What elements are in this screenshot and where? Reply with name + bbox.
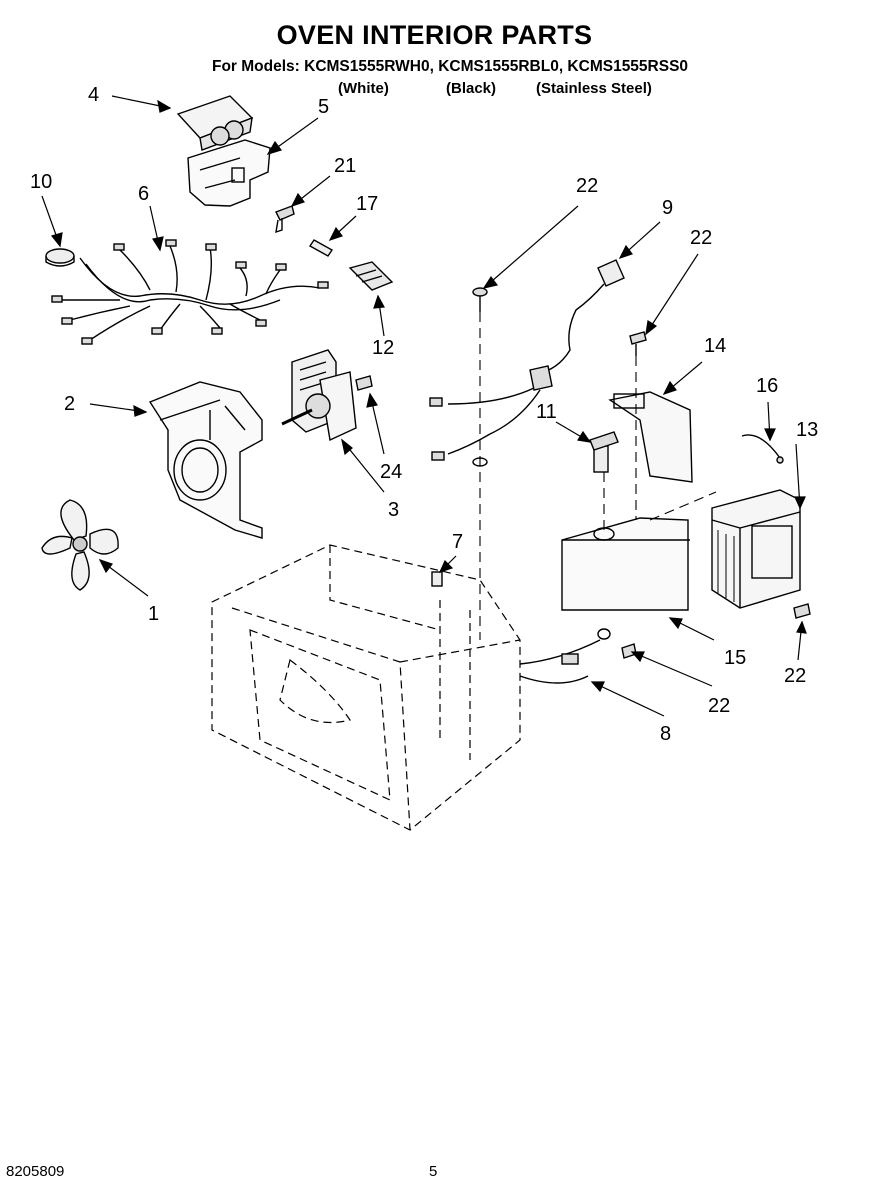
callout-22-right: 22 bbox=[784, 665, 806, 687]
callout-1: 1 bbox=[148, 603, 159, 625]
callout-16: 16 bbox=[756, 375, 778, 397]
callout-11: 11 bbox=[536, 401, 557, 423]
callout-22-cord: 22 bbox=[690, 227, 712, 249]
leader-lines bbox=[41, 95, 807, 717]
transformer-part bbox=[711, 489, 801, 609]
wire-harness-part bbox=[51, 239, 329, 345]
fan-blade-part bbox=[41, 499, 119, 591]
bracket-part-14 bbox=[608, 391, 693, 483]
page-number: 5 bbox=[429, 1163, 438, 1180]
air-guide-part bbox=[148, 381, 263, 539]
screw-part-22a bbox=[472, 287, 488, 312]
wire-part-16 bbox=[741, 434, 784, 464]
diode-part bbox=[589, 431, 619, 473]
callout-9: 9 bbox=[662, 197, 673, 219]
fuse-part bbox=[308, 239, 334, 257]
cover-part bbox=[561, 517, 690, 611]
variant-black: (Black) bbox=[446, 80, 497, 97]
callout-12: 12 bbox=[372, 337, 394, 359]
callout-24: 24 bbox=[380, 461, 402, 483]
power-cord-part bbox=[429, 259, 625, 467]
document-number: 8205809 bbox=[6, 1163, 65, 1180]
screw-part-22c bbox=[793, 603, 811, 619]
callout-6: 6 bbox=[138, 183, 149, 205]
callout-10: 10 bbox=[30, 171, 52, 193]
callout-8: 8 bbox=[660, 723, 671, 745]
callout-numbers: 4 5 21 17 10 6 12 2 24 3 1 22 9 22 14 11… bbox=[30, 84, 818, 745]
callout-22-bottom: 22 bbox=[708, 695, 730, 717]
variant-white: (White) bbox=[338, 80, 389, 97]
oven-cavity-outline bbox=[211, 544, 521, 831]
callout-7: 7 bbox=[452, 531, 463, 553]
callout-21: 21 bbox=[334, 155, 356, 177]
screw-part-22b bbox=[629, 331, 647, 356]
callout-22-top: 22 bbox=[576, 175, 598, 197]
clip-part bbox=[431, 571, 443, 587]
callout-3: 3 bbox=[388, 499, 399, 521]
screw-part-21 bbox=[275, 205, 295, 234]
callout-2: 2 bbox=[64, 393, 75, 415]
screw-part-24 bbox=[355, 375, 373, 391]
callout-4: 4 bbox=[88, 84, 99, 106]
capacitor-part bbox=[176, 95, 254, 151]
thermostat-part bbox=[45, 248, 75, 267]
bracket-part bbox=[187, 139, 271, 207]
callout-15: 15 bbox=[724, 647, 746, 669]
fan-motor-part bbox=[281, 349, 357, 442]
fuse-holder-part bbox=[348, 261, 394, 291]
callout-13: 13 bbox=[796, 419, 818, 441]
callout-17: 17 bbox=[356, 193, 378, 215]
models-line: For Models: KCMS1555RWH0, KCMS1555RBL0, … bbox=[212, 58, 689, 75]
callout-5: 5 bbox=[318, 96, 329, 118]
callout-14: 14 bbox=[704, 335, 726, 357]
page-title: OVEN INTERIOR PARTS bbox=[276, 20, 593, 50]
variant-stainless: (Stainless Steel) bbox=[536, 80, 652, 97]
ground-wire-part bbox=[519, 628, 637, 684]
assembly-guide-lines bbox=[479, 312, 717, 640]
